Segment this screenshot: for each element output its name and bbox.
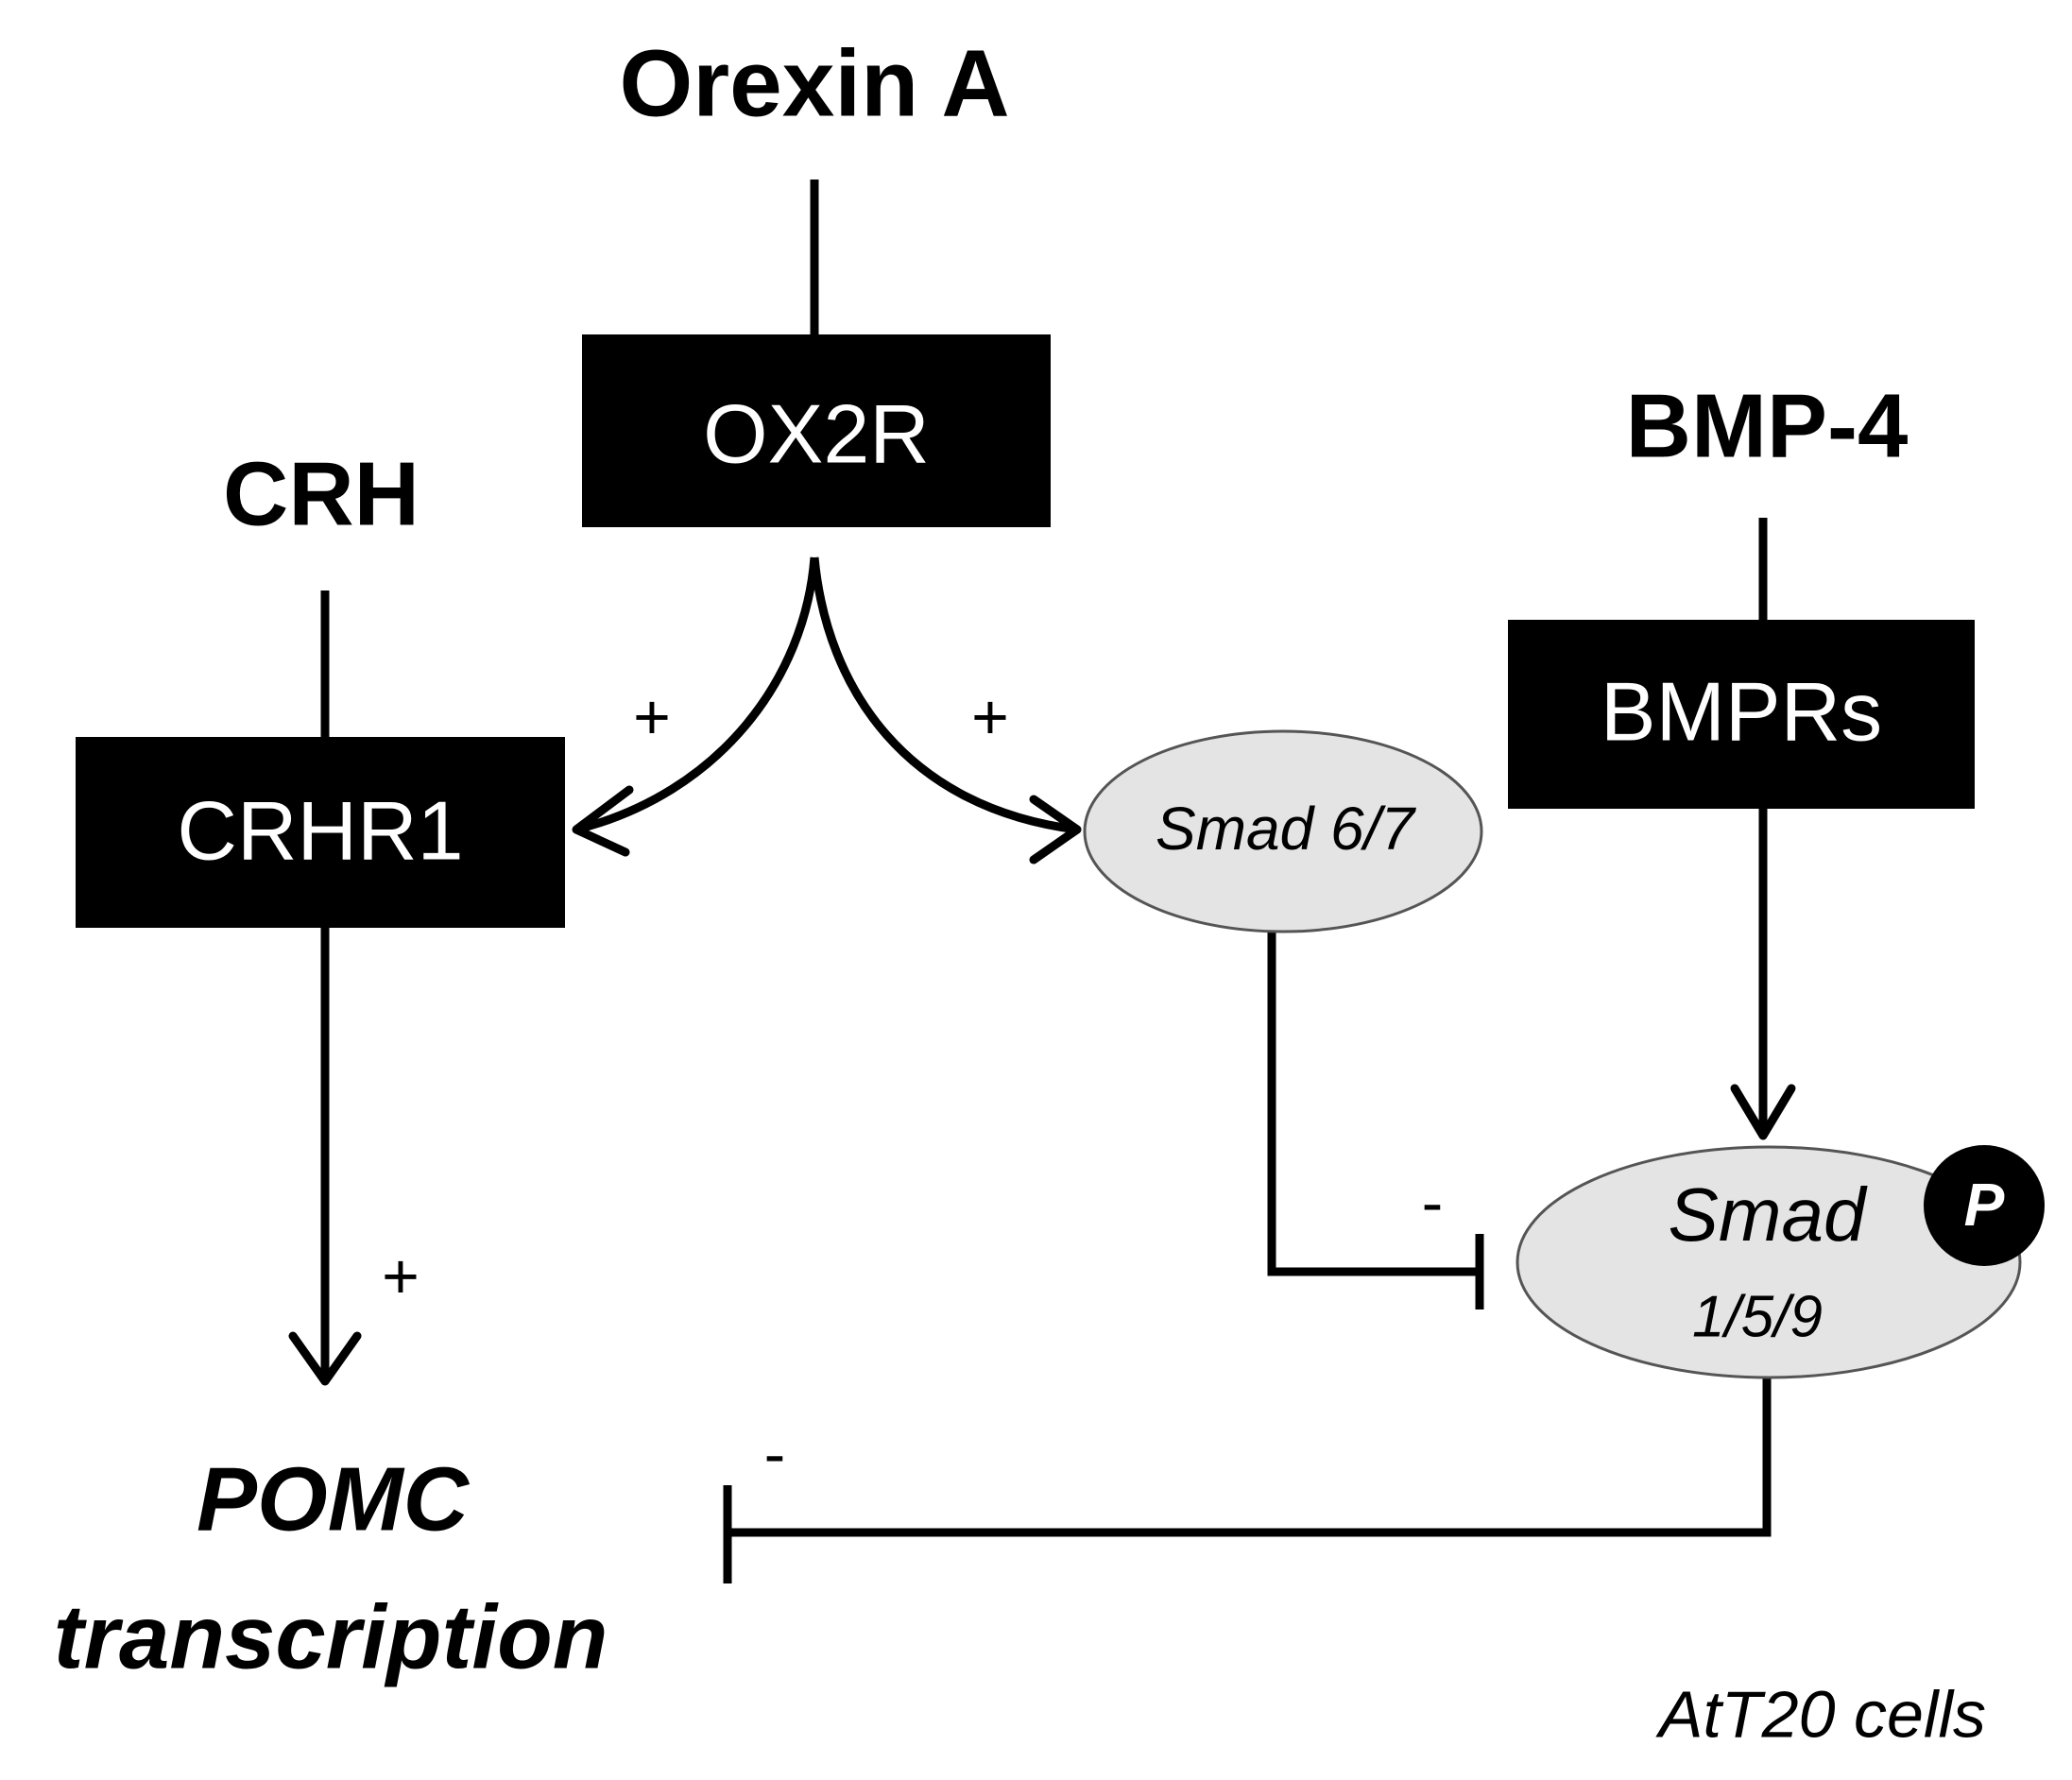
plus-sign-smad67: +	[971, 681, 1009, 753]
plus-sign-pomc: +	[382, 1241, 420, 1312]
crhr1-to-pomc-arrowhead	[288, 1331, 362, 1386]
smad159-inhibit-pomc-line	[728, 1370, 1772, 1537]
transcription-label: transcription	[54, 1586, 608, 1687]
smad67-ellipse	[1083, 729, 1483, 933]
phospho-badge	[1924, 1145, 2045, 1266]
bmprs-box	[1508, 620, 1975, 809]
plus-sign-crhr1: +	[633, 681, 671, 753]
smad67-label: Smad 6/7	[1156, 795, 1416, 863]
phospho-label: P	[1964, 1171, 2005, 1239]
ox2r-to-crhr1-arrowhead	[572, 785, 634, 857]
bmprs-label: BMPRs	[1601, 664, 1882, 758]
orexin-a-label: Orexin A	[619, 30, 1009, 136]
ox2r-box	[582, 334, 1051, 527]
smad159-label-line1: Smad	[1669, 1172, 1868, 1257]
ox2r-to-smad67-arrowhead	[1029, 795, 1082, 864]
crhr1-box	[76, 737, 565, 928]
smad67-inhibit-smad159-line	[1267, 932, 1480, 1276]
ox2r-label: OX2R	[703, 386, 930, 480]
minus-sign-pomc: -	[764, 1418, 786, 1490]
smad159-ellipse	[1515, 1145, 2022, 1379]
crh-label: CRH	[223, 443, 420, 544]
smad159-label-line2: 1/5/9	[1692, 1284, 1823, 1349]
crhr1-label: CRHR1	[177, 783, 463, 877]
bmprs-to-smad159-arrowhead	[1730, 1084, 1796, 1140]
ox2r-to-smad67-arrow	[810, 556, 1078, 834]
pomc-label: POMC	[197, 1448, 471, 1549]
ox2r-to-crhr1-arrow	[574, 556, 819, 834]
cell-context-label: AtT20 cells	[1655, 1677, 1986, 1751]
minus-sign-smad159: -	[1422, 1167, 1444, 1239]
bmp4-label: BMP-4	[1626, 375, 1909, 476]
